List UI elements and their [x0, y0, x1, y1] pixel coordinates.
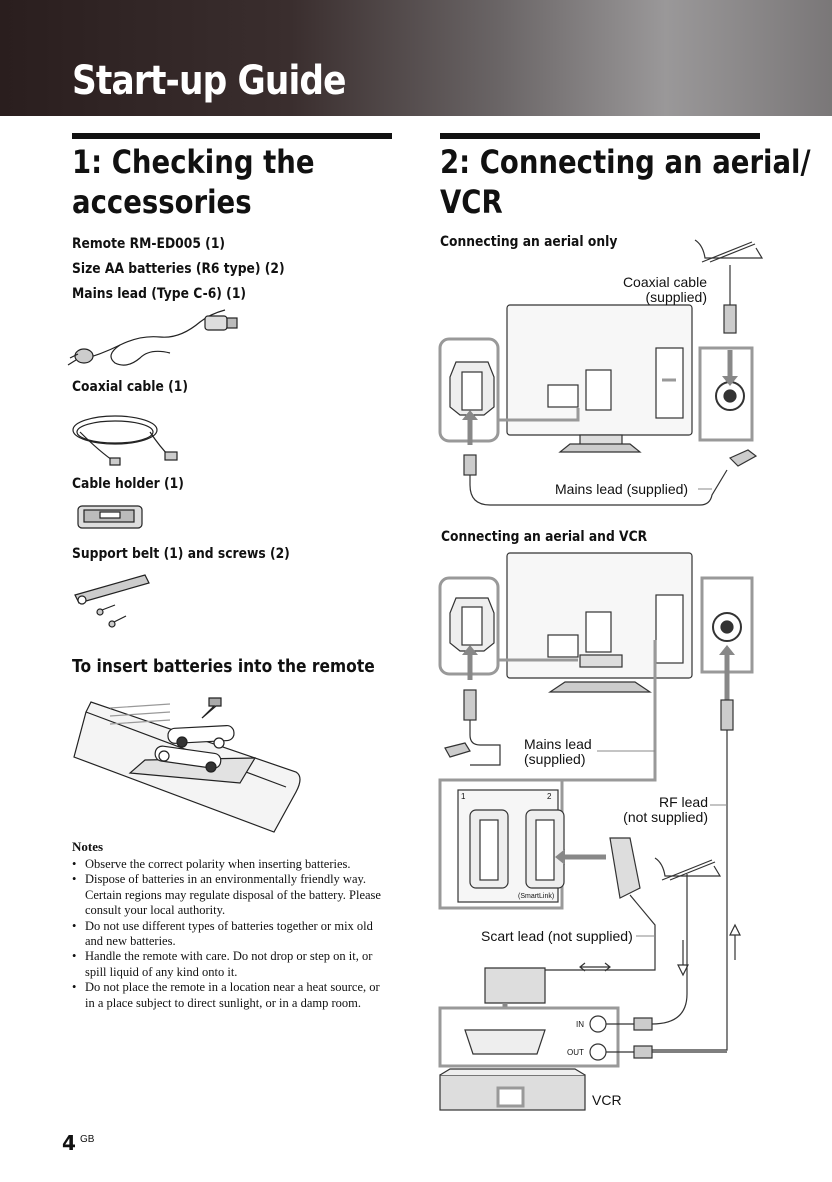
- label-mains-supplied: Mains lead (supplied): [555, 481, 689, 497]
- battery-heading: To insert batteries into the remote: [72, 656, 375, 677]
- page-locale: GB: [80, 1134, 95, 1145]
- accessory-mains-lead: Mains lead (Type C-6) (1): [72, 286, 247, 302]
- label-coaxial-supplied: (supplied): [645, 289, 707, 305]
- label-vcr: VCR: [592, 1092, 622, 1108]
- label-rf-lead: RF lead: [658, 794, 708, 810]
- note-item: Do not place the remote in a location ne…: [72, 980, 392, 1011]
- section-rule: [440, 133, 760, 139]
- note-item: Do not use different types of batteries …: [72, 919, 392, 950]
- accessory-remote: Remote RM-ED005 (1): [72, 236, 226, 252]
- note-item: Dispose of batteries in an environmental…: [72, 872, 392, 918]
- accessory-cable-holder: Cable holder (1): [72, 476, 184, 492]
- section-rule: [72, 133, 392, 139]
- subheading-aerial-vcr: Connecting an aerial and VCR: [441, 529, 648, 545]
- section1-title-line1: 1: Checking the: [72, 143, 315, 181]
- label-port1: 1: [461, 792, 466, 801]
- support-belt-illustration: [74, 574, 150, 628]
- subheading-aerial-only: Connecting an aerial only: [440, 234, 618, 250]
- label-out: OUT: [567, 1048, 584, 1057]
- accessory-support-belt: Support belt (1) and screws (2): [72, 546, 290, 562]
- header-banner: Start-up Guide: [0, 0, 832, 116]
- cable-holder-illustration: [77, 505, 143, 529]
- label-rf-not-supplied: (not supplied): [623, 809, 708, 825]
- section2-title-line2: VCR: [440, 183, 503, 221]
- note-item: Observe the correct polarity when insert…: [72, 857, 392, 873]
- accessory-coaxial-cable: Coaxial cable (1): [72, 379, 188, 395]
- page-title: Start-up Guide: [72, 58, 347, 104]
- diagram-aerial-only: [438, 239, 764, 506]
- diagram-aerial-vcr: [438, 552, 754, 1111]
- label-in: IN: [576, 1020, 584, 1029]
- label-mains-lead-supplied: (supplied): [524, 751, 586, 767]
- label-coaxial-cable: Coaxial cable: [622, 274, 707, 290]
- accessory-batteries: Size AA batteries (R6 type) (2): [72, 261, 285, 277]
- notes-list: Observe the correct polarity when insert…: [72, 857, 392, 1011]
- coaxial-cable-illustration: [72, 415, 178, 466]
- notes-title: Notes: [72, 839, 104, 854]
- label-scart-lead: Scart lead (not supplied): [481, 928, 633, 944]
- remote-illustration: [73, 697, 301, 833]
- section2-title-line1: 2: Connecting an aerial/: [440, 143, 811, 181]
- note-item: Handle the remote with care. Do not drop…: [72, 949, 392, 980]
- mains-lead-illustration: [67, 309, 238, 366]
- section1-title-line2: accessories: [72, 183, 252, 221]
- label-mains-lead: Mains lead: [524, 736, 592, 752]
- label-smartlink: (SmartLink): [518, 893, 555, 900]
- label-port2: 2: [547, 792, 552, 801]
- page-number: 4: [62, 1131, 76, 1155]
